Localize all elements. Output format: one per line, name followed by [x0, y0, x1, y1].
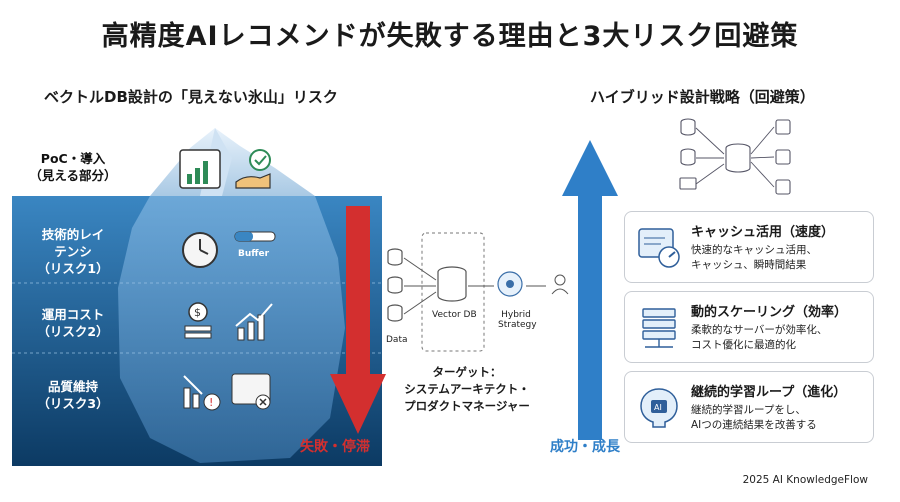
svg-text:$: $ [194, 306, 201, 319]
layer-quality-label: 品質維持 （リスク3） [37, 379, 109, 411]
layer-cost-label: 運用コスト （リスク2） [37, 307, 109, 339]
left-heading: ベクトルDB設計の「見えない氷山」リスク [44, 88, 338, 106]
failure-down-arrow [330, 206, 386, 434]
success-label: 成功・成長 [550, 439, 620, 455]
footer-credit: 2025 AI KnowledgeFlow [742, 474, 868, 486]
architecture-diagram [679, 118, 791, 195]
server-scaling-icon [642, 308, 676, 348]
cache-speed-icon [638, 228, 680, 268]
card-cache-title: キャッシュ活用（速度） [691, 225, 835, 240]
card-scaling-desc: 柔軟的なサーバーが効率化、 コスト優化に最適的化 [691, 324, 828, 351]
card-scaling: 動的スケーリング（効率） 柔軟的なサーバーが効率化、 コスト優化に最適的化 [624, 291, 874, 363]
ai-brain-icon: AI [640, 388, 678, 428]
card-cache: キャッシュ活用（速度） 快速的なキャッシュ活用、 キャッシュ、瞬時間結果 [624, 211, 874, 283]
svg-text:!: ! [209, 396, 213, 409]
target-audience: ターゲット： システムアーキテクト・ プロダクトマネージャー [404, 365, 530, 413]
svg-text:AI: AI [654, 403, 662, 412]
page-title: 高精度AIレコメンドが失敗する理由と3大リスク回避策 [101, 21, 799, 52]
success-up-arrow [562, 140, 618, 440]
layer-latency-label: 技術的レイ テンシ （リスク1） [37, 227, 109, 276]
layer-poc-label: PoC・導入 （見える部分） [29, 151, 117, 183]
clock-buffer-icon [182, 231, 276, 268]
growth-chart-hand-icon [179, 149, 271, 189]
quality-drop-icon: ! [183, 373, 271, 411]
card-learning: AI 継続的学習ループ（進化） 継続的学習ループをし、 AIつの連続結果を改善す… [624, 371, 874, 443]
card-learning-desc: 継続的学習ループをし、 AIつの連続結果を改善する [691, 404, 817, 431]
failure-label: 失敗・停滞 [300, 439, 370, 455]
card-learning-title: 継続的学習ループ（進化） [691, 385, 847, 400]
data-label: Data [386, 335, 408, 345]
cost-chart-icon: $ [184, 302, 273, 341]
card-scaling-title: 動的スケーリング（効率） [691, 305, 848, 320]
card-cache-desc: 快速的なキャッシュ活用、 キャッシュ、瞬時間結果 [691, 244, 817, 271]
right-heading: ハイブリッド設計戦略（回避策） [590, 88, 815, 106]
hybrid-strategy-label: Hybrid Strategy [498, 310, 537, 330]
buffer-label: Buffer [238, 249, 270, 259]
hybrid-flow-diagram [387, 232, 569, 352]
vector-db-label: Vector DB [432, 310, 477, 320]
